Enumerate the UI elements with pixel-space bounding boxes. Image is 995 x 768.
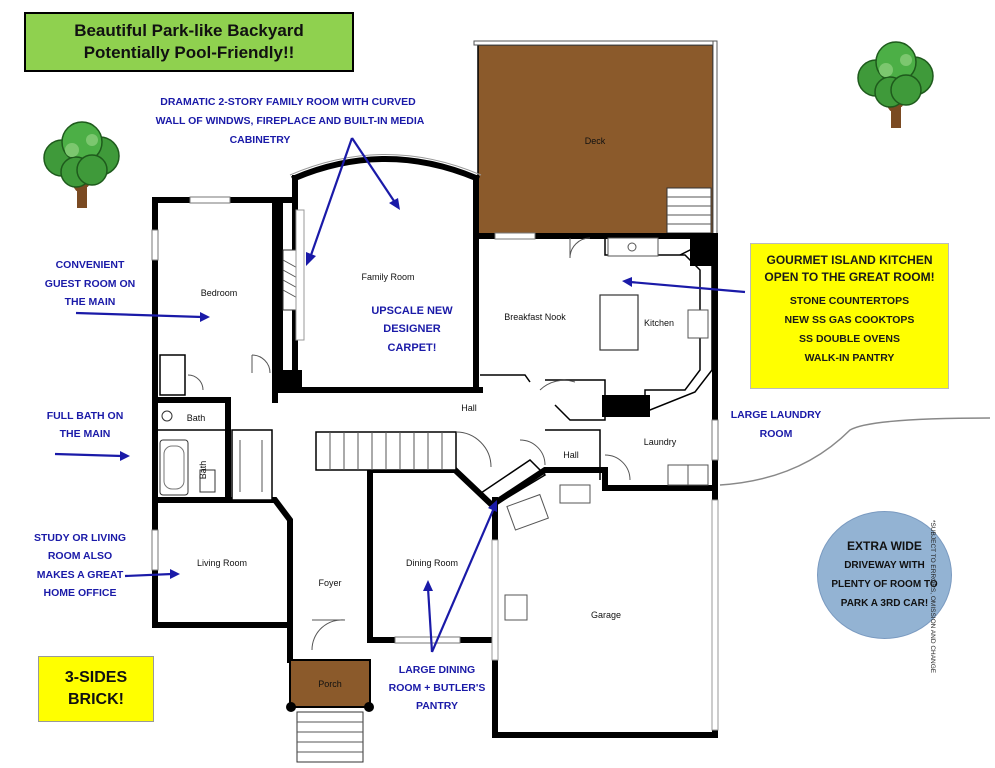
room-label-deck: Deck: [585, 136, 606, 146]
svg-text:ROOM: ROOM: [760, 428, 793, 440]
svg-text:LARGE DINING: LARGE DINING: [399, 664, 475, 676]
svg-text:LARGE LAUNDRY: LARGE LAUNDRY: [731, 409, 822, 421]
svg-text:THE MAIN: THE MAIN: [65, 296, 116, 308]
room-label-bedroom: Bedroom: [201, 288, 238, 298]
arrow-dining-right: [430, 500, 497, 653]
svg-text:DESIGNER: DESIGNER: [383, 323, 441, 335]
arrow-study: [124, 569, 180, 579]
svg-text:PANTRY: PANTRY: [416, 700, 458, 712]
driveway-line-1: EXTRA WIDE: [847, 539, 922, 553]
kitchen-title-2: OPEN TO THE GREAT ROOM!: [764, 270, 935, 284]
svg-text:HOME OFFICE: HOME OFFICE: [44, 587, 117, 599]
brick-box: 3-SIDES BRICK!: [38, 656, 154, 722]
svg-text:WALL OF WINDWS, FIREPLACE AND: WALL OF WINDWS, FIREPLACE AND BUILT-IN M…: [156, 115, 425, 127]
room-label-porch: Porch: [318, 679, 342, 689]
headline-line-2: Potentially Pool-Friendly!!: [83, 43, 295, 62]
note-laundry: LARGE LAUNDRY ROOM: [731, 409, 822, 440]
svg-text:THE MAIN: THE MAIN: [60, 428, 111, 440]
room-label-kitchen: Kitchen: [644, 318, 674, 328]
note-study: STUDY OR LIVING ROOM ALSO MAKES A GREAT …: [34, 532, 126, 599]
room-label-family-room: Family Room: [361, 272, 414, 282]
arrow-family-room-right: [351, 137, 400, 210]
driveway-line-3: PLENTY OF ROOM TO: [831, 579, 938, 590]
brick-line-1: 3-SIDES: [64, 669, 128, 686]
note-guest-room: CONVENIENT GUEST ROOM ON THE MAIN: [45, 259, 135, 308]
disclaimer-text: *SUBJECT TO ERRORS, OMISSION AND CHANGE: [929, 520, 936, 674]
svg-text:DRAMATIC 2-STORY FAMILY ROOM W: DRAMATIC 2-STORY FAMILY ROOM WITH CURVED: [160, 96, 416, 108]
headline-line-1: Beautiful Park-like Backyard: [74, 21, 304, 40]
room-label-breakfast-nook: Breakfast Nook: [504, 312, 566, 322]
svg-text:GUEST ROOM ON: GUEST ROOM ON: [45, 278, 135, 290]
svg-text:CARPET!: CARPET!: [388, 342, 437, 354]
room-label-living-room: Living Room: [197, 558, 247, 568]
room-label-dining-room: Dining Room: [406, 558, 458, 568]
arrow-kitchen: [622, 277, 746, 294]
svg-text:STUDY OR LIVING: STUDY OR LIVING: [34, 532, 126, 544]
arrow-guest-room: [75, 311, 210, 322]
kitchen-title-1: GOURMET ISLAND KITCHEN: [766, 253, 933, 267]
tree-left-icon: [42, 120, 121, 210]
kitchen-feature-cooktops: NEW SS GAS COOKTOPS: [784, 314, 915, 326]
svg-text:CABINETRY: CABINETRY: [230, 134, 291, 146]
kitchen-feature-countertops: STONE COUNTERTOPS: [789, 295, 910, 307]
arrow-family-room-left: [306, 137, 354, 266]
room-label-bath-upper: Bath: [187, 413, 206, 423]
brick-line-2: BRICK!: [68, 691, 124, 708]
room-label-garage: Garage: [591, 610, 621, 620]
kitchen-feature-pantry: WALK-IN PANTRY: [804, 352, 895, 364]
note-dining: LARGE DINING ROOM + BUTLER'S PANTRY: [389, 664, 486, 712]
kitchen-feature-box: GOURMET ISLAND KITCHEN OPEN TO THE GREAT…: [750, 243, 949, 389]
driveway-line-2: DRIVEWAY WITH: [844, 560, 925, 571]
arrow-dining-left: [423, 580, 434, 653]
headline-box: Beautiful Park-like Backyard Potentially…: [24, 12, 354, 72]
note-carpet: UPSCALE NEW DESIGNER CARPET!: [371, 305, 453, 354]
room-label-laundry: Laundry: [644, 437, 677, 447]
room-label-bath-lower: Bath: [198, 461, 208, 480]
svg-text:MAKES A GREAT: MAKES A GREAT: [37, 569, 124, 581]
arrow-full-bath: [54, 451, 130, 461]
driveway-circle: EXTRA WIDE DRIVEWAY WITH PLENTY OF ROOM …: [817, 511, 952, 639]
room-label-foyer: Foyer: [318, 578, 341, 588]
kitchen-feature-ovens: SS DOUBLE OVENS: [799, 333, 900, 345]
room-label-hall-main: Hall: [461, 403, 477, 413]
svg-text:ROOM + BUTLER'S: ROOM + BUTLER'S: [389, 682, 486, 694]
driveway-line-4: PARK A 3RD CAR!: [840, 598, 929, 609]
svg-text:CONVENIENT: CONVENIENT: [56, 259, 125, 271]
note-family-room: DRAMATIC 2-STORY FAMILY ROOM WITH CURVED…: [156, 96, 425, 146]
tree-right-icon: [856, 40, 935, 130]
note-full-bath: FULL BATH ON THE MAIN: [47, 410, 124, 440]
porch-area: [289, 659, 371, 708]
room-label-hall-small: Hall: [563, 450, 579, 460]
svg-text:FULL BATH ON: FULL BATH ON: [47, 410, 124, 422]
svg-text:UPSCALE NEW: UPSCALE NEW: [371, 305, 453, 317]
svg-text:ROOM ALSO: ROOM ALSO: [48, 550, 112, 562]
